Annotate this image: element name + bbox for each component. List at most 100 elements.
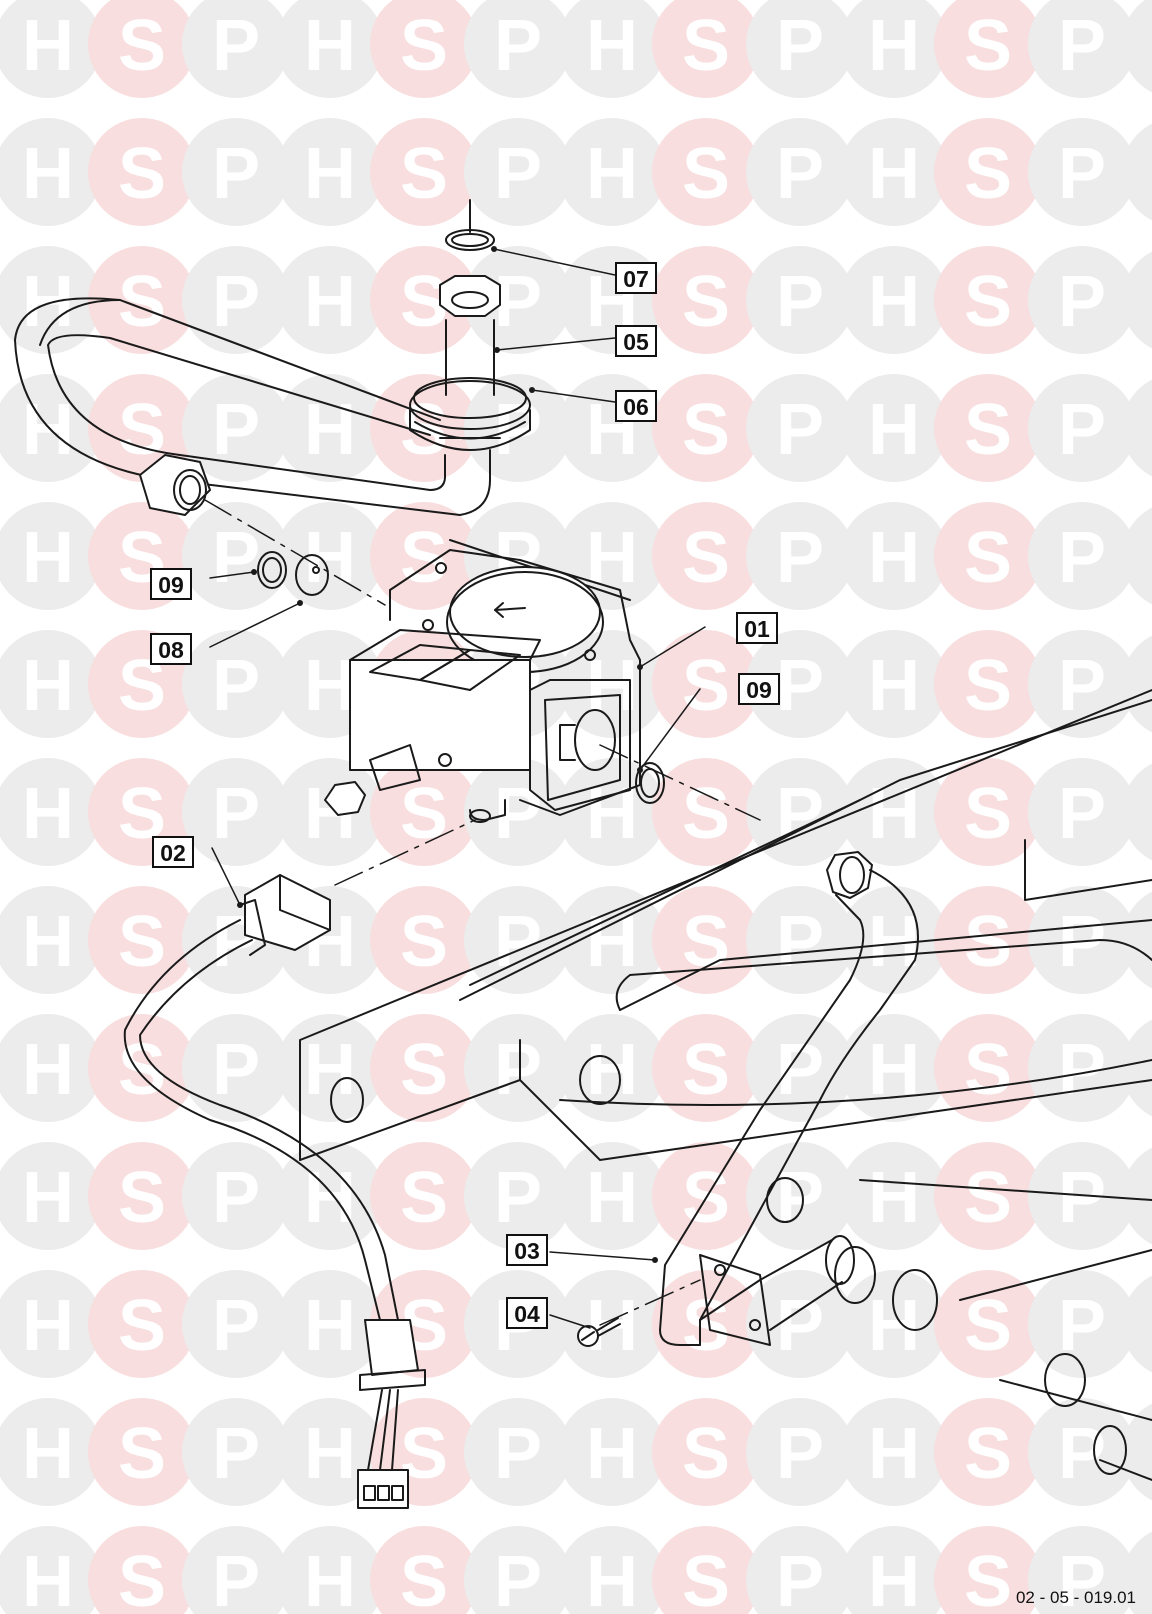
watermark-disc bbox=[276, 1270, 384, 1378]
watermark-letter: S bbox=[682, 6, 730, 86]
watermark-letter: S bbox=[964, 1542, 1012, 1614]
watermark-disc bbox=[1028, 374, 1136, 482]
watermark-disc bbox=[652, 0, 760, 98]
watermark-disc bbox=[934, 1014, 1042, 1122]
watermark-disc bbox=[370, 1526, 478, 1614]
watermark-disc bbox=[840, 1526, 948, 1614]
watermark-letter: P bbox=[776, 262, 824, 342]
callout-01: 01 bbox=[736, 612, 778, 644]
watermark-letter: H bbox=[304, 1414, 356, 1494]
watermark-disc bbox=[934, 246, 1042, 354]
watermark-letter: P bbox=[776, 1542, 824, 1614]
watermark-disc bbox=[0, 1398, 102, 1506]
watermark-letter: S bbox=[400, 902, 448, 982]
watermark-disc bbox=[746, 886, 854, 994]
watermark-letter: H bbox=[22, 1030, 74, 1110]
watermark-letter: H bbox=[1150, 1030, 1152, 1110]
watermark-disc bbox=[0, 374, 102, 482]
watermark-disc bbox=[1122, 0, 1152, 93]
watermark-disc bbox=[464, 758, 572, 866]
watermark-letter: P bbox=[776, 134, 824, 214]
watermark-letter: S bbox=[964, 262, 1012, 342]
watermark-letter: P bbox=[212, 518, 260, 598]
watermark-disc bbox=[182, 1270, 290, 1378]
watermark-letter: S bbox=[682, 774, 730, 854]
watermark-disc bbox=[558, 886, 666, 994]
gas-valve bbox=[324, 539, 641, 823]
watermark-letter: P bbox=[776, 1414, 824, 1494]
watermark-letter: P bbox=[212, 6, 260, 86]
watermark-letter: H bbox=[586, 518, 638, 598]
watermark-letter: S bbox=[964, 6, 1012, 86]
watermark-disc bbox=[182, 246, 290, 354]
watermark-letter: P bbox=[494, 774, 542, 854]
watermark-disc bbox=[1028, 246, 1136, 354]
watermark-letter: H bbox=[304, 1286, 356, 1366]
watermark-letter: P bbox=[776, 646, 824, 726]
watermark-disc bbox=[746, 502, 854, 610]
watermark-letter: P bbox=[1058, 1158, 1106, 1238]
watermark-letter: P bbox=[1058, 134, 1106, 214]
watermark-disc bbox=[0, 1526, 102, 1614]
watermark-disc bbox=[464, 1142, 572, 1250]
watermark-letter: P bbox=[212, 262, 260, 342]
watermark-disc bbox=[558, 1142, 666, 1250]
watermark-disc bbox=[1122, 1275, 1152, 1373]
watermark-letter: P bbox=[1058, 390, 1106, 470]
callout-09-left: 09 bbox=[150, 568, 192, 600]
watermark-letter: S bbox=[964, 1158, 1012, 1238]
watermark-disc bbox=[652, 502, 760, 610]
watermark-letter: H bbox=[868, 262, 920, 342]
watermark-letter: H bbox=[304, 518, 356, 598]
watermark-disc bbox=[652, 118, 760, 226]
axis-lines bbox=[204, 499, 761, 1326]
watermark-disc bbox=[370, 886, 478, 994]
callout-03: 03 bbox=[506, 1234, 548, 1266]
burner-manifold bbox=[299, 689, 1152, 1481]
watermark-disc bbox=[1122, 891, 1152, 989]
watermark-disc bbox=[934, 886, 1042, 994]
watermark-letter: S bbox=[682, 1542, 730, 1614]
watermark-letter: S bbox=[118, 1414, 166, 1494]
watermark-disc bbox=[370, 502, 478, 610]
watermark-disc bbox=[840, 630, 948, 738]
watermark-disc bbox=[276, 1014, 384, 1122]
watermark-letter: P bbox=[776, 1030, 824, 1110]
watermark-letter: P bbox=[776, 518, 824, 598]
watermark-letter: H bbox=[1150, 134, 1152, 214]
watermark-disc bbox=[934, 1142, 1042, 1250]
watermark-letter: H bbox=[22, 902, 74, 982]
watermark-letter: S bbox=[118, 134, 166, 214]
watermark-disc bbox=[0, 0, 102, 98]
watermark-disc bbox=[1028, 502, 1136, 610]
watermark-disc bbox=[840, 246, 948, 354]
watermark-disc bbox=[464, 246, 572, 354]
watermark-disc bbox=[276, 246, 384, 354]
watermark-letter: H bbox=[868, 134, 920, 214]
watermark-disc bbox=[276, 502, 384, 610]
watermark-letter: P bbox=[1058, 262, 1106, 342]
watermark-disc bbox=[746, 1398, 854, 1506]
watermark-disc bbox=[88, 118, 196, 226]
watermark-letter: P bbox=[1058, 1286, 1106, 1366]
watermark-disc bbox=[1122, 123, 1152, 221]
watermark-letter: H bbox=[1150, 390, 1152, 470]
watermark-letter: P bbox=[1058, 774, 1106, 854]
watermark-disc bbox=[934, 630, 1042, 738]
watermark-letter: P bbox=[1058, 1542, 1106, 1614]
watermark-letter: S bbox=[964, 390, 1012, 470]
watermark-letter: H bbox=[304, 1542, 356, 1614]
watermark-disc bbox=[746, 758, 854, 866]
watermark-disc bbox=[1122, 379, 1152, 477]
watermark-disc bbox=[88, 886, 196, 994]
watermark-letter: H bbox=[22, 1286, 74, 1366]
watermark-letter: P bbox=[776, 390, 824, 470]
watermark-letter: H bbox=[1150, 902, 1152, 982]
watermark-letter: P bbox=[776, 1158, 824, 1238]
watermark-letter: H bbox=[586, 1286, 638, 1366]
watermark-letter: H bbox=[22, 518, 74, 598]
watermark-letter: P bbox=[494, 262, 542, 342]
watermark-letter: S bbox=[682, 1030, 730, 1110]
watermark-disc bbox=[934, 1270, 1042, 1378]
watermark-letter: P bbox=[494, 390, 542, 470]
